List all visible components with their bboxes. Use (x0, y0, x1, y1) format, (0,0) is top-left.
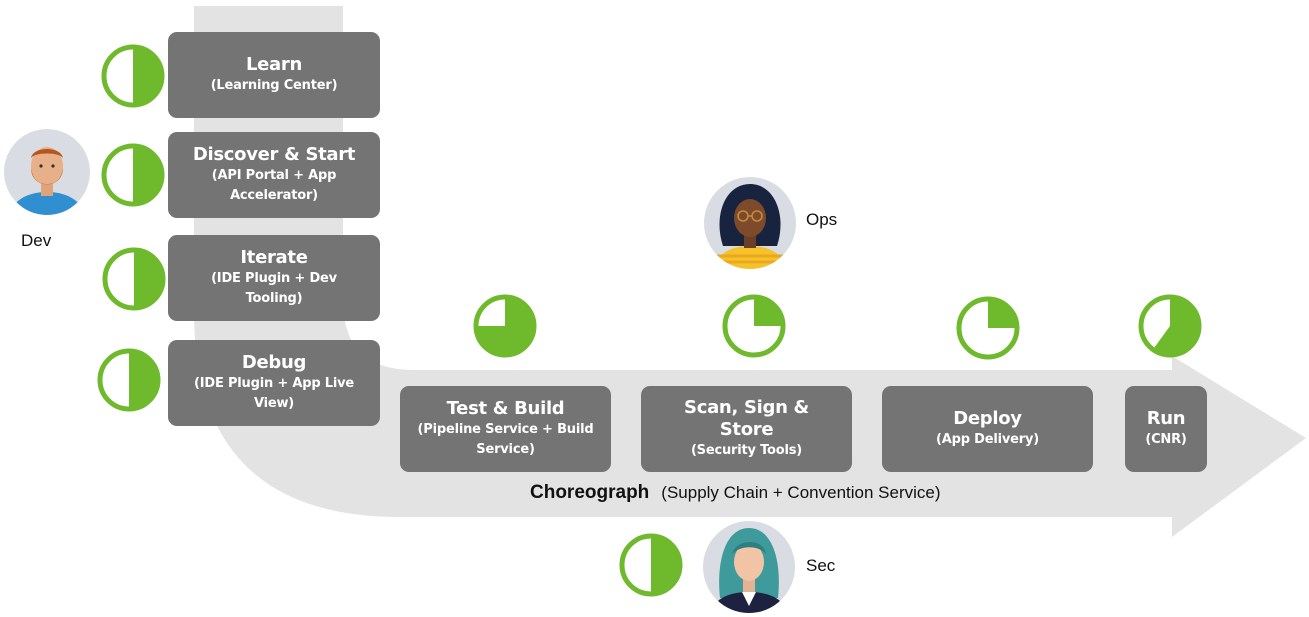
choreograph-caption: Choreograph (Supply Chain + Convention Se… (530, 482, 941, 504)
pie-wedge (133, 146, 162, 204)
progress-pie-deploy-icon (956, 296, 1020, 360)
step-discover-start-title: Discover & Start (192, 144, 356, 165)
step-learn: Learn (Learning Center) (168, 32, 380, 118)
step-test-build: Test & Build (Pipeline Service + Build S… (400, 386, 611, 472)
step-deploy: Deploy (App Delivery) (882, 386, 1093, 472)
progress-pie-learn-icon (101, 44, 165, 108)
pie-wedge (133, 47, 162, 105)
progress-pie-discover-icon (101, 143, 165, 207)
dev-avatar-icon (4, 129, 90, 215)
step-debug-subtitle: (IDE Plugin + App Live View) (193, 376, 354, 411)
step-run: Run (CNR) (1125, 386, 1207, 472)
pie-wedge (1152, 297, 1199, 355)
step-scan-sign-store-subtitle: (Security Tools) (690, 443, 803, 458)
progress-pie-sec-icon (619, 533, 683, 597)
step-scan-sign-store-title: Scan, Sign & Store (684, 397, 809, 440)
step-debug-title: Debug (241, 352, 307, 373)
progress-pie-test-build-icon (473, 294, 537, 358)
progress-pie-debug-icon (97, 348, 161, 412)
step-iterate-subtitle: (IDE Plugin + Dev Tooling) (211, 271, 337, 306)
pie-wedge (129, 351, 158, 409)
pie-wedge (988, 299, 1017, 328)
choreograph-subtitle: (Supply Chain + Convention Service) (661, 483, 941, 502)
step-iterate: Iterate (IDE Plugin + Dev Tooling) (168, 235, 380, 321)
ops-avatar-icon (704, 177, 796, 269)
step-debug: Debug (IDE Plugin + App Live View) (168, 340, 380, 426)
progress-pie-scan-sign-store-icon (722, 294, 786, 358)
step-test-build-subtitle: (Pipeline Service + Build Service) (417, 422, 594, 457)
persona-label-dev: Dev (21, 231, 52, 250)
progress-pie-run-icon (1138, 294, 1202, 358)
persona-label-ops: Ops (806, 210, 838, 229)
step-run-title: Run (1146, 408, 1186, 429)
pie-wedge (651, 536, 680, 594)
pie-wedge (476, 297, 534, 355)
step-run-subtitle: (CNR) (1145, 432, 1187, 447)
step-deploy-title: Deploy (953, 408, 1022, 429)
choreograph-title: Choreograph (530, 482, 650, 503)
step-test-build-title: Test & Build (446, 398, 565, 419)
step-learn-subtitle: (Learning Center) (210, 78, 338, 93)
sec-avatar-icon (703, 521, 795, 613)
step-discover-start: Discover & Start (API Portal + App Accel… (168, 132, 380, 218)
progress-pie-iterate-icon (102, 247, 166, 311)
step-deploy-subtitle: (App Delivery) (936, 432, 1039, 447)
pie-wedge (134, 250, 163, 308)
step-iterate-title: Iterate (240, 247, 308, 268)
step-discover-start-subtitle: (API Portal + App Accelerator) (211, 168, 337, 203)
persona-label-sec: Sec (806, 556, 836, 575)
step-scan-sign-store: Scan, Sign & Store (Security Tools) (641, 386, 852, 472)
step-learn-title: Learn (245, 54, 303, 75)
pie-wedge (754, 297, 783, 326)
